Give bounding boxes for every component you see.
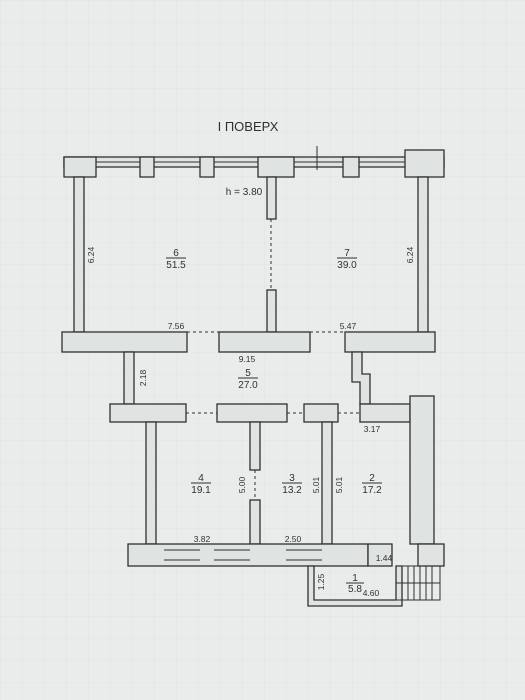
dim-room1-width: 4.60 (363, 588, 380, 598)
wall-pier (199, 156, 215, 178)
floor-title: І ПОВЕРХ (218, 119, 279, 134)
room-1-number: 1 (352, 573, 358, 584)
dim-room4-width: 3.82 (194, 534, 211, 544)
room-1-area: 5.8 (348, 584, 362, 595)
dim-room5-depth: 2.18 (138, 369, 148, 386)
room-4-number: 4 (198, 473, 204, 484)
south-wall (127, 543, 369, 567)
ceiling-height-label: h = 3.80 (226, 187, 263, 198)
wall-pier (139, 156, 155, 178)
lower-wall-left (109, 403, 187, 423)
lower-wall-center (216, 403, 288, 423)
room-5-number: 5 (245, 368, 251, 379)
corridor-west-wall (123, 351, 135, 405)
partition-lower-stub (266, 289, 277, 333)
dim-room2-height: 5.01 (334, 476, 344, 493)
east-stair-base (417, 543, 445, 567)
partition-4-3-upper (249, 421, 261, 471)
wall-pier (257, 156, 295, 178)
wall-pier (404, 149, 445, 178)
wall-pier (63, 156, 97, 178)
room-5-area: 27.0 (238, 380, 258, 391)
room-3-area: 13.2 (282, 485, 302, 496)
room-6-number: 6 (173, 248, 179, 259)
lower-wall-mid (303, 403, 339, 423)
entrance-stairs (395, 565, 441, 601)
room-7-number: 7 (344, 248, 350, 259)
dim-room6-width: 7.56 (168, 321, 185, 331)
west-wall-upper (73, 176, 85, 333)
middle-wall-left (61, 331, 188, 353)
room-2-number: 2 (369, 473, 375, 484)
lower-wall-right (359, 403, 411, 423)
dim-room1-depth: 1.25 (316, 573, 326, 590)
dim-room6-height: 6.24 (86, 246, 96, 263)
dim-room3-height: 5.01 (311, 476, 321, 493)
room-3-number: 3 (289, 473, 295, 484)
room-2-area: 17.2 (362, 485, 382, 496)
room-7-area: 39.0 (337, 260, 357, 271)
wall-pier (342, 156, 360, 178)
dim-room5-width: 9.15 (239, 354, 256, 364)
dim-room1-small: 1.44 (376, 553, 393, 563)
south-wall-end (367, 543, 393, 567)
partition-4-3-lower (249, 499, 261, 545)
dim-room7-width: 5.47 (340, 321, 357, 331)
dim-room4-height: 5.00 (237, 476, 247, 493)
east-wall-upper (417, 176, 429, 333)
room-4-area: 19.1 (191, 485, 211, 496)
dim-room7-height: 6.24 (405, 246, 415, 263)
room4-west-wall (145, 421, 157, 545)
dim-room3-width: 2.50 (285, 534, 302, 544)
east-stair-wall (409, 395, 435, 545)
middle-wall-center (218, 331, 311, 353)
room-6-area: 51.5 (166, 260, 186, 271)
dim-room2-top: 3.17 (364, 424, 381, 434)
partition-3-2 (321, 421, 333, 545)
partition-upper-stub (266, 176, 277, 220)
middle-wall-right (344, 331, 436, 353)
